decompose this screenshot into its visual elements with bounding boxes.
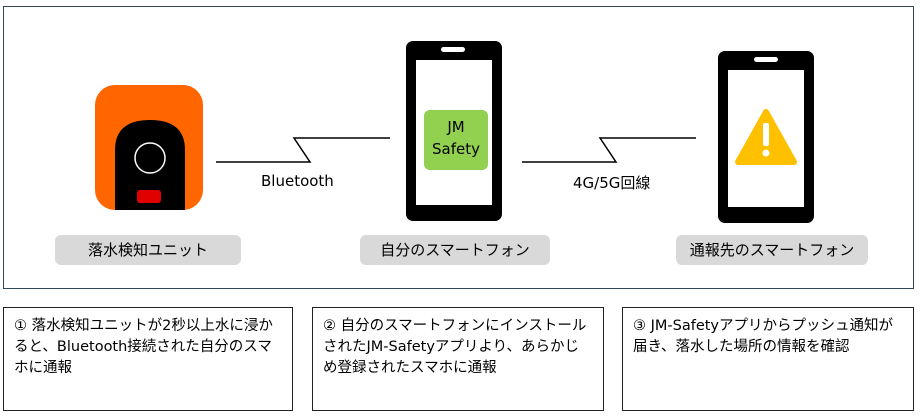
- step-2-box: ② 自分のスマートフォンにインストールされたJM-Safetyアプリより、あらか…: [312, 307, 604, 411]
- app-name-line1: JM: [447, 118, 465, 136]
- step-1-box: ① 落水検知ユニットが2秒以上水に浸かると、Bluetooth接続された自分のス…: [3, 307, 293, 411]
- warning-icon: [735, 109, 797, 165]
- own-phone-caption: 自分のスマートフォン: [360, 235, 550, 265]
- bluetooth-label: Bluetooth: [261, 172, 334, 190]
- step-3-box: ③ JM-Safetyアプリからプッシュ通知が届き、落水した場所の情報を確認: [622, 307, 914, 411]
- step-1-text: ① 落水検知ユニットが2秒以上水に浸かると、Bluetooth接続された自分のス…: [14, 318, 273, 376]
- step-2-text: ② 自分のスマートフォンにインストールされたJM-Safetyアプリより、あらか…: [323, 318, 587, 376]
- cellular-label: 4G/5G回線: [573, 174, 651, 192]
- step-3-text: ③ JM-Safetyアプリからプッシュ通知が届き、落水した場所の情報を確認: [633, 318, 894, 355]
- cellular-link-line: [522, 137, 696, 163]
- sensor-caption: 落水検知ユニット: [55, 235, 241, 265]
- smartphone-icon: [406, 41, 502, 221]
- app-name-line2: Safety: [432, 140, 480, 158]
- jm-safety-app-icon: [424, 110, 488, 170]
- notify-smartphone-icon: [718, 51, 814, 223]
- diagram-frame: [3, 6, 914, 289]
- app-name: JM Safety: [424, 116, 488, 160]
- bluetooth-link-line: [216, 137, 390, 163]
- notify-phone-caption: 通報先のスマートフォン: [676, 235, 868, 265]
- water-sensor-icon: [95, 85, 203, 210]
